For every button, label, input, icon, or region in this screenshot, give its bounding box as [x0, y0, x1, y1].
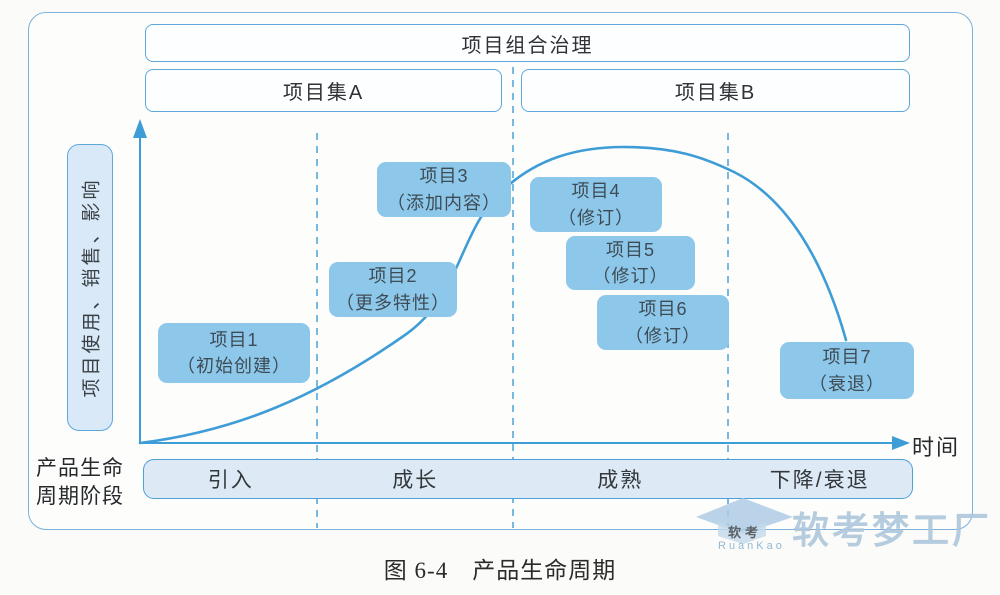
lifecycle-curve	[138, 145, 848, 445]
lifecycle-stage-bar: 引入 成长 成熟 下降/衰退	[143, 459, 913, 499]
stage-maturity: 成熟	[597, 469, 644, 492]
program-b-box: 项目集B	[521, 69, 910, 112]
program-a-box: 项目集A	[145, 69, 502, 112]
project-name: 项目5	[605, 239, 655, 260]
project-box-5: 项目5 （修订）	[566, 236, 695, 290]
y-axis-label-box: 项目使用、销售、影响	[67, 144, 113, 431]
project-note: （更多特性）	[336, 292, 450, 313]
portfolio-governance-label: 项目组合治理	[461, 34, 594, 57]
project-box-1: 项目1 （初始创建）	[158, 323, 310, 383]
project-name: 项目3	[419, 166, 469, 187]
project-box-7: 项目7 （衰退）	[780, 342, 914, 399]
project-note: （添加内容）	[387, 192, 501, 213]
project-box-6: 项目6 （修订）	[597, 295, 729, 350]
project-note: （初始创建）	[177, 356, 291, 376]
project-box-2: 项目2 （更多特性）	[329, 262, 457, 317]
project-name: 项目4	[571, 181, 621, 202]
stage-bar-title-line1: 产品生命	[36, 457, 124, 480]
stage-growth: 成长	[392, 469, 439, 492]
project-box-4: 项目4 （修订）	[530, 177, 662, 232]
stage-bar-title: 产品生命 周期阶段	[36, 455, 124, 510]
project-name: 项目2	[368, 266, 418, 287]
project-box-3: 项目3 （添加内容）	[377, 162, 511, 217]
stage-bar-title-line2: 周期阶段	[36, 484, 124, 508]
project-note: （修订）	[625, 325, 701, 346]
project-name: 项目1	[209, 329, 259, 350]
y-axis-arrow-icon	[133, 119, 147, 138]
project-name: 项目6	[638, 299, 688, 320]
program-a-label: 项目集A	[282, 82, 365, 104]
project-note: （衰退）	[809, 373, 885, 394]
project-name: 项目7	[822, 347, 872, 368]
stage-decline: 下降/衰退	[769, 469, 870, 492]
x-axis-arrow-icon	[892, 436, 910, 450]
stage-introduction: 引入	[207, 469, 254, 492]
project-note: （修订）	[558, 207, 634, 228]
portfolio-governance-box: 项目组合治理	[145, 24, 910, 62]
y-axis-label: 项目使用、销售、影响	[81, 177, 103, 398]
x-axis-label: 时间	[912, 435, 961, 460]
figure-caption: 图 6-4 产品生命周期	[383, 558, 617, 583]
program-b-label: 项目集B	[674, 82, 757, 104]
project-note: （修订）	[592, 266, 669, 286]
